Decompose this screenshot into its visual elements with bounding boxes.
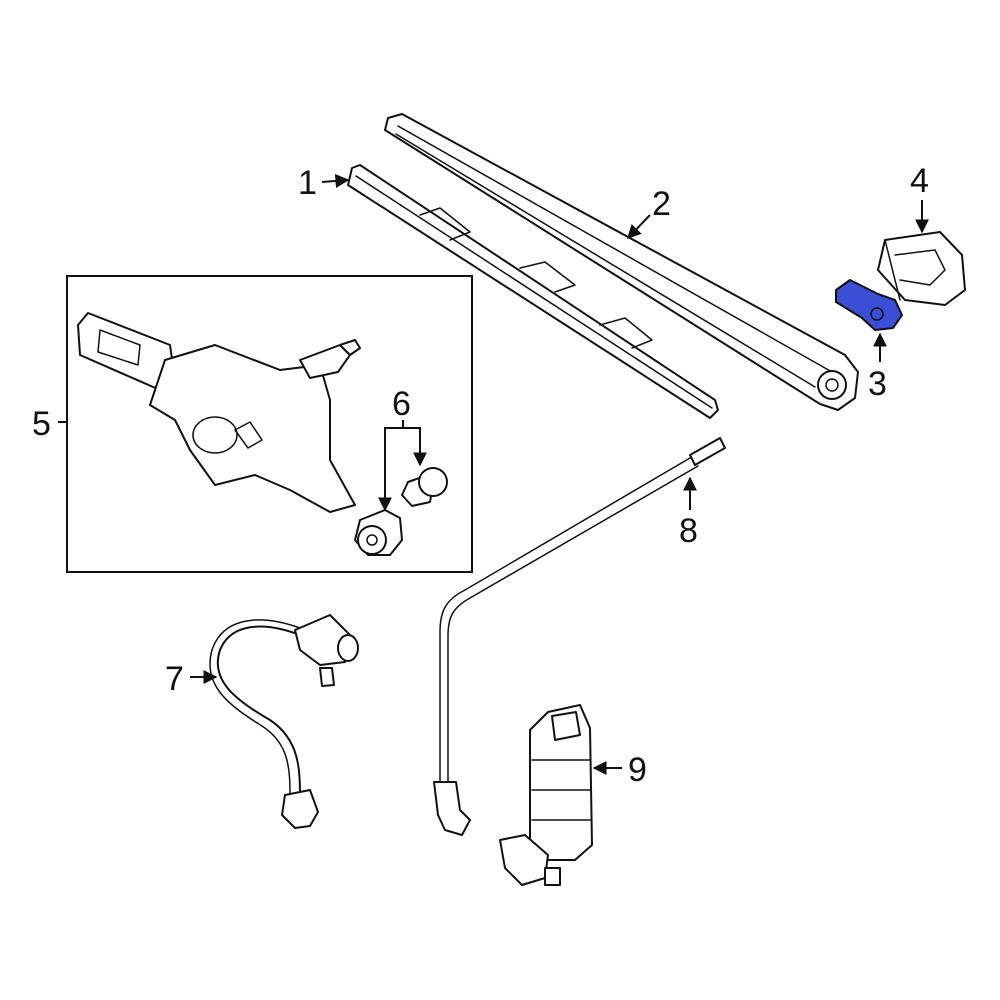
callout-3[interactable]: 3 — [868, 365, 887, 403]
leader-2 — [627, 214, 651, 240]
highlighted-nut-body — [835, 279, 903, 331]
washer-pump-part[interactable] — [499, 704, 593, 886]
callout-6[interactable]: 6 — [392, 385, 411, 423]
callout-2[interactable]: 2 — [652, 185, 671, 223]
wiper-motor-part[interactable] — [77, 312, 361, 513]
callout-7[interactable]: 7 — [165, 660, 184, 698]
callout-9[interactable]: 9 — [628, 751, 647, 789]
washer-tube-part[interactable] — [433, 437, 726, 836]
callout-1[interactable]: 1 — [298, 164, 317, 202]
washer-hose-part[interactable] — [209, 614, 359, 829]
wiper-cap-part[interactable] — [877, 231, 966, 306]
callout-5[interactable]: 5 — [32, 405, 51, 443]
leader-6 — [378, 420, 404, 512]
grommet-bolt-part[interactable] — [354, 467, 448, 556]
callout-labels: 1 2 3 4 5 6 7 8 9 — [32, 162, 929, 789]
leader-6b — [403, 427, 427, 467]
motor-assembly-box — [66, 275, 473, 573]
leader-1 — [321, 173, 350, 188]
leader-lines — [58, 173, 929, 775]
callout-4[interactable]: 4 — [910, 162, 929, 200]
wiper-arm-part[interactable] — [384, 113, 859, 411]
callout-8[interactable]: 8 — [679, 512, 698, 550]
highlighted-nut-part[interactable] — [835, 279, 903, 331]
